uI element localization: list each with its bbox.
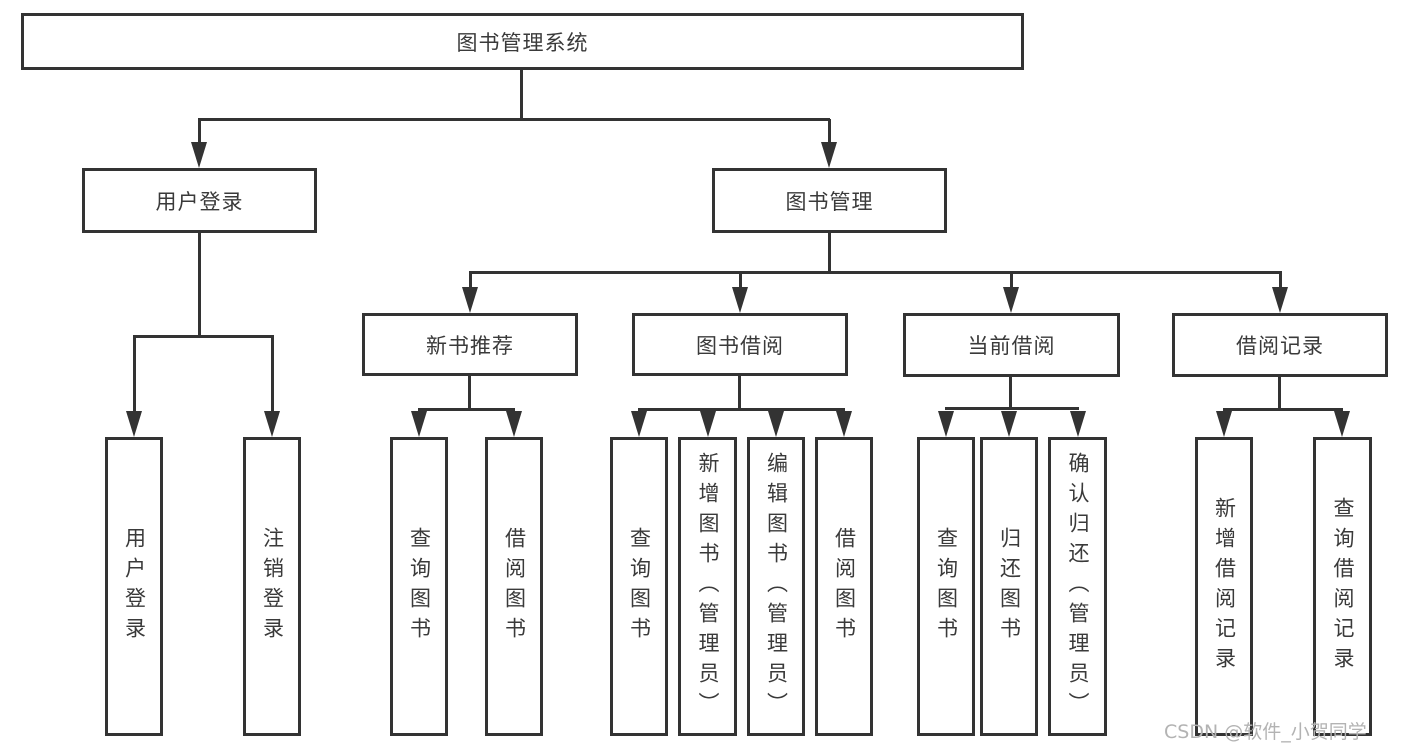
connector-line [469, 271, 472, 291]
connector-line [198, 118, 830, 121]
node-book-borrow: 图书借阅 [632, 313, 848, 376]
connector-line [271, 335, 274, 415]
leaf-cb-return-book-label: 归还图书 [997, 526, 1022, 647]
down-arrow-icon [126, 411, 142, 437]
connector-line [198, 231, 201, 338]
down-arrow-icon [1216, 411, 1232, 437]
down-arrow-icon [1334, 411, 1350, 437]
node-book-management-label: 图书管理 [785, 189, 874, 214]
connector-line [468, 374, 471, 410]
down-arrow-icon [1272, 287, 1288, 313]
down-arrow-icon [191, 142, 207, 168]
down-arrow-icon [506, 411, 522, 437]
node-current-borrow: 当前借阅 [903, 313, 1120, 377]
leaf-bb-add-book-admin: 新增图书（管理员） [678, 437, 737, 736]
leaf-cb-confirm-return-admin-label: 确认归还（管理员） [1066, 451, 1090, 722]
leaf-cb-query-book: 查询图书 [917, 437, 975, 736]
connector-line [469, 271, 1281, 274]
connector-line [638, 408, 845, 411]
node-new-book-recommend-label: 新书推荐 [426, 333, 514, 358]
down-arrow-icon [462, 287, 478, 313]
connector-line [1010, 271, 1013, 291]
node-book-management: 图书管理 [712, 168, 947, 233]
connector-line [1223, 408, 1343, 411]
node-user-login-label: 用户登录 [155, 189, 244, 214]
node-root: 图书管理系统 [21, 13, 1024, 70]
leaf-br-add-record: 新增借阅记录 [1195, 437, 1253, 736]
down-arrow-icon [1003, 287, 1019, 313]
connector-line [133, 335, 274, 338]
node-borrow-record-label: 借阅记录 [1236, 334, 1324, 358]
leaf-bb-query-book: 查询图书 [610, 437, 668, 736]
down-arrow-icon [821, 142, 837, 168]
connector-line [133, 335, 136, 415]
leaf-br-query-record: 查询借阅记录 [1313, 437, 1372, 736]
leaf-bb-add-book-admin-label: 新增图书（管理员） [696, 451, 720, 722]
connector-line [945, 407, 1079, 410]
csdn-watermark: CSDN @软件_小贺同学 [1164, 721, 1367, 743]
connector-line [739, 271, 742, 291]
leaf-bb-query-book-label: 查询图书 [627, 526, 652, 647]
leaf-nb-query-book: 查询图书 [390, 437, 448, 736]
down-arrow-icon [264, 411, 280, 437]
connector-line [198, 119, 201, 147]
down-arrow-icon [1001, 411, 1017, 437]
leaf-bb-edit-book-admin-label: 编辑图书（管理员） [764, 451, 789, 722]
connector-line [520, 69, 523, 121]
leaf-bb-borrow-book-label: 借阅图书 [832, 526, 857, 647]
connector-line [1279, 271, 1282, 291]
leaf-cb-query-book-label: 查询图书 [934, 526, 959, 647]
down-arrow-icon [1070, 411, 1086, 437]
down-arrow-icon [938, 411, 954, 437]
leaf-bb-edit-book-admin: 编辑图书（管理员） [747, 437, 805, 736]
leaf-logout: 注销登录 [243, 437, 301, 736]
down-arrow-icon [631, 411, 647, 437]
leaf-bb-borrow-book: 借阅图书 [815, 437, 873, 736]
node-user-login: 用户登录 [82, 168, 317, 233]
connector-line [828, 231, 831, 274]
connector-line [738, 374, 741, 410]
leaf-br-query-record-label: 查询借阅记录 [1331, 496, 1355, 677]
down-arrow-icon [732, 287, 748, 313]
connector-line [1009, 374, 1012, 410]
node-borrow-record: 借阅记录 [1172, 313, 1388, 377]
leaf-nb-borrow-book: 借阅图书 [485, 437, 543, 736]
node-new-book-recommend: 新书推荐 [362, 313, 578, 376]
leaf-cb-return-book: 归还图书 [980, 437, 1038, 736]
down-arrow-icon [836, 411, 852, 437]
leaf-br-add-record-label: 新增借阅记录 [1212, 496, 1237, 677]
down-arrow-icon [700, 411, 716, 437]
node-current-borrow-label: 当前借阅 [967, 334, 1056, 358]
leaf-user-login: 用户登录 [105, 437, 163, 736]
connector-line [828, 119, 831, 147]
connector-line [418, 408, 515, 411]
leaf-nb-query-book-label: 查询图书 [407, 526, 432, 647]
connector-line [1278, 374, 1281, 410]
leaf-user-login-label: 用户登录 [122, 526, 147, 647]
down-arrow-icon [768, 411, 784, 437]
node-book-borrow-label: 图书借阅 [696, 333, 784, 358]
leaf-cb-confirm-return-admin: 确认归还（管理员） [1048, 437, 1107, 736]
down-arrow-icon [411, 411, 427, 437]
leaf-logout-label: 注销登录 [260, 526, 285, 647]
node-root-label: 图书管理系统 [456, 30, 589, 55]
leaf-nb-borrow-book-label: 借阅图书 [502, 526, 527, 647]
